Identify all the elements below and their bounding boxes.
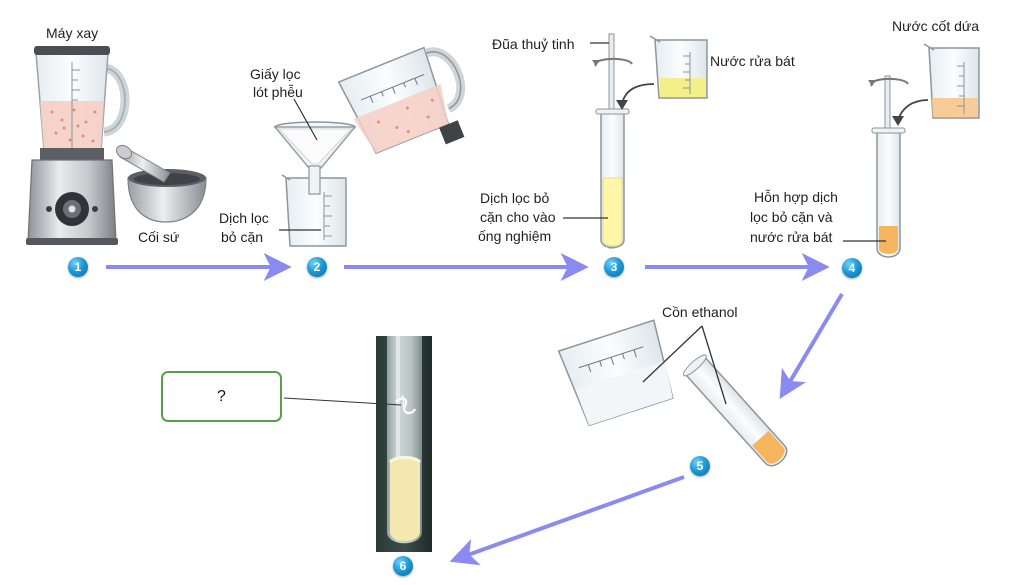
step-badge-6: 6 <box>393 556 413 576</box>
label-step4-3: nước rửa bát <box>750 229 833 245</box>
test-tube-step-4 <box>868 43 980 258</box>
label-step3-1: Dịch lọc bỏ <box>480 190 550 206</box>
step-badge-4: 4 <box>842 258 862 278</box>
label-step4-1: Hỗn hợp dịch <box>754 189 838 205</box>
step-badge-2: 2 <box>307 257 327 277</box>
label-filtrate-1: Dịch lọc <box>219 210 269 226</box>
label-filter-paper-1: Giấy lọc <box>250 66 301 82</box>
flow-arrows <box>106 253 844 566</box>
step-badge-5: 5 <box>690 456 710 476</box>
question-pointer-line <box>283 397 402 406</box>
filtration-illustration <box>273 46 466 247</box>
test-tube-step-3 <box>592 33 708 249</box>
arrow-4-to-5 <box>779 292 844 400</box>
ethanol-pouring-step-5 <box>557 319 788 467</box>
result-photo <box>376 336 432 552</box>
mortar-illustration <box>115 144 207 223</box>
step-badge-1: 1 <box>68 257 88 277</box>
label-step3-3: ống nghiệm <box>478 228 552 244</box>
question-box: ? <box>161 371 282 422</box>
label-glass-rod: Đũa thuỷ tinh <box>492 36 575 52</box>
label-filtrate-2: bỏ cặn <box>221 229 264 245</box>
question-mark: ? <box>217 387 226 405</box>
label-filter-paper-2: lót phễu <box>253 84 303 100</box>
arrow-5-to-6 <box>449 475 685 566</box>
step-badge-3: 3 <box>604 257 624 277</box>
label-pointer-lines <box>279 42 886 242</box>
label-dish-soap: Nước rửa bát <box>710 53 795 69</box>
label-blender: Máy xay <box>46 25 99 41</box>
label-ethanol: Cồn ethanol <box>662 304 738 320</box>
label-step3-2: cặn cho vào <box>480 209 556 225</box>
blender-illustration <box>26 46 130 245</box>
label-pineapple-juice: Nước cốt dứa <box>892 18 980 34</box>
ethanol-pointer-lines <box>642 325 727 405</box>
label-step4-2: lọc bỏ cặn và <box>750 209 833 225</box>
label-mortar: Cối sứ <box>138 229 180 245</box>
